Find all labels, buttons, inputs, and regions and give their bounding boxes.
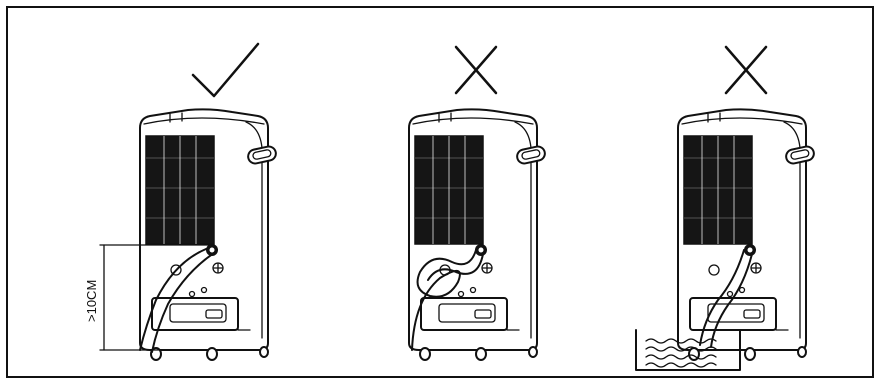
drain-hose: [411, 249, 477, 351]
height-dimension: >10CM: [84, 244, 215, 351]
drain-hose: [139, 248, 207, 351]
panel-wrong-hose-in-water: [635, 45, 817, 371]
panel-correct: >10CM: [84, 42, 279, 361]
x-mark-icon: [454, 45, 498, 95]
x-mark-icon: [724, 45, 768, 95]
water-container: [635, 329, 741, 371]
check-mark-icon: [191, 42, 260, 98]
height-label: >10CM: [84, 280, 99, 322]
dehumidifier-unit: [408, 108, 548, 361]
drain-hose: [699, 249, 745, 346]
water-waves: [645, 338, 717, 368]
dehumidifier-unit: [677, 108, 817, 361]
panel-wrong-kinked-hose: [408, 45, 548, 361]
